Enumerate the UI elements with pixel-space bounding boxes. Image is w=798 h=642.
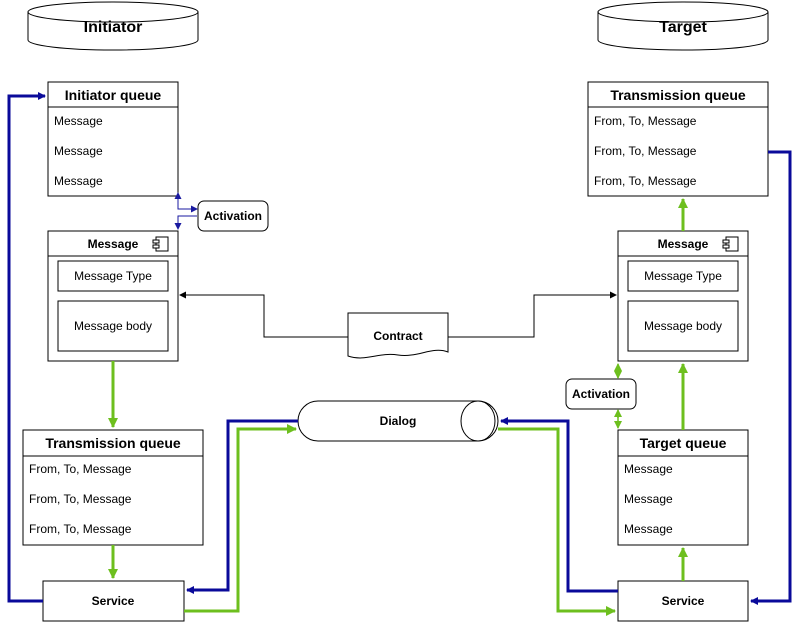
initiator-message-title: Message: [88, 237, 139, 251]
list-item: Message: [54, 114, 103, 128]
list-item: From, To, Message: [29, 492, 132, 506]
component-icon: [152, 236, 169, 252]
contract-label: Contract: [373, 329, 422, 343]
dialog-channel: Dialog: [297, 400, 499, 442]
target-queue-title: Target queue: [640, 435, 727, 451]
initiator-transmission-queue: Transmission queue From, To, Message Fro…: [22, 429, 204, 546]
target-database: Target: [597, 1, 769, 51]
target-transmission-queue: Transmission queue From, To, Message Fro…: [587, 81, 769, 197]
target-activation-label: Activation: [572, 387, 630, 401]
target-activation: Activation: [565, 378, 637, 410]
list-item: From, To, Message: [594, 144, 697, 158]
initiator-activation: Activation: [197, 200, 269, 232]
initiator-message-body: Message body: [74, 319, 152, 333]
list-item: Message: [54, 144, 103, 158]
contract-document: Contract: [347, 312, 449, 359]
target-transmission-title: Transmission queue: [610, 87, 746, 103]
initiator-queue-title: Initiator queue: [65, 87, 162, 103]
initiator-activation-label: Activation: [204, 209, 262, 223]
target-message-body: Message body: [644, 319, 722, 333]
initiator-activation-connector: [174, 192, 198, 230]
list-item: Message: [624, 492, 673, 506]
list-item: From, To, Message: [29, 462, 132, 476]
list-item: Message: [624, 522, 673, 536]
list-item: From, To, Message: [29, 522, 132, 536]
initiator-queue: Initiator queue Message Message Message: [47, 81, 179, 197]
list-item: Message: [624, 462, 673, 476]
list-item: Message: [54, 174, 103, 188]
green-flows: [108, 198, 688, 616]
contract-connectors: [179, 291, 617, 338]
initiator-message-component: Message Message Type Message body: [47, 230, 179, 362]
target-message-title: Message: [658, 237, 709, 251]
component-icon: [722, 236, 739, 252]
initiator-database: Initiator: [27, 1, 199, 51]
target-message-type: Message Type: [644, 269, 722, 283]
dialog-label: Dialog: [380, 414, 417, 428]
target-database-label: Target: [659, 19, 707, 36]
list-item: From, To, Message: [594, 174, 697, 188]
list-item: From, To, Message: [594, 114, 697, 128]
target-service: Service: [617, 580, 749, 622]
target-queue: Target queue Message Message Message: [617, 429, 749, 546]
target-service-label: Service: [662, 594, 705, 608]
initiator-transmission-title: Transmission queue: [45, 435, 181, 451]
initiator-service-label: Service: [92, 594, 135, 608]
initiator-database-label: Initiator: [84, 19, 143, 36]
initiator-service: Service: [42, 580, 185, 622]
initiator-message-type: Message Type: [74, 269, 152, 283]
blue-flows: [7, 92, 792, 605]
target-message-component: Message Message Type Message body: [617, 230, 749, 362]
